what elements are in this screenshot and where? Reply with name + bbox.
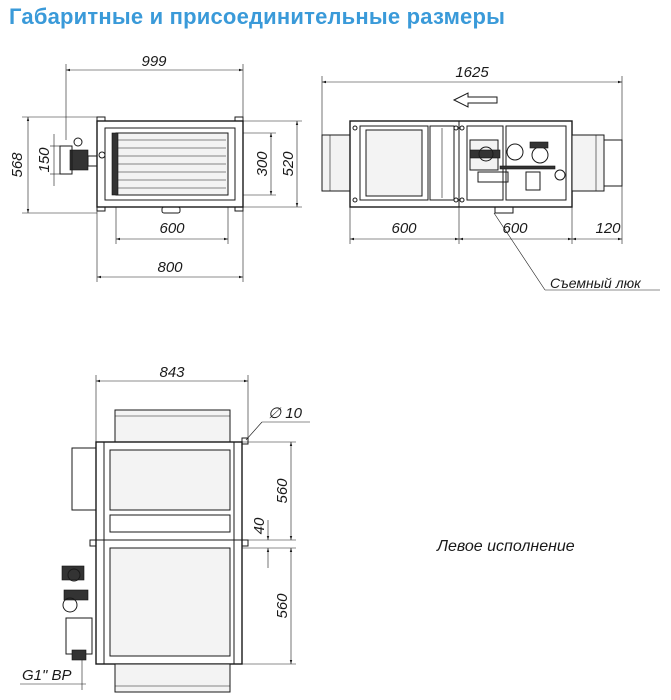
removable-hatch-label: Съемный люк	[550, 275, 642, 291]
airflow-arrow-icon	[452, 92, 498, 108]
left-duct-connector	[321, 134, 351, 192]
variant-label: Левое исполнение	[436, 538, 575, 555]
side-view: 1625 600 600 120 Съемный люк	[321, 64, 660, 291]
dim-800: 800	[157, 259, 183, 276]
top-duct-connector	[114, 409, 231, 443]
dim-600-front: 600	[159, 220, 185, 237]
mixing-unit	[469, 149, 501, 159]
dim-300: 300	[254, 151, 271, 177]
thread-label: G1" ВР	[22, 667, 72, 684]
dim-999: 999	[141, 53, 167, 70]
plan-view: 843 ∅ 10 560 40 560 G1" ВР Левое исполне…	[20, 364, 575, 693]
dim-1625: 1625	[455, 64, 489, 81]
dim-568: 568	[9, 152, 26, 178]
dim-600-side-2: 600	[502, 220, 528, 237]
page-title: Габаритные и присоединительные размеры	[9, 4, 506, 29]
right-duct-connector	[571, 134, 605, 192]
dim-843: 843	[159, 364, 185, 381]
electrical-box	[71, 447, 97, 511]
front-view: 999 568 150 300 520 600 800	[9, 53, 302, 282]
dim-560-upper: 560	[274, 478, 291, 504]
dim-150: 150	[36, 147, 53, 173]
bottom-duct-connector	[114, 663, 231, 693]
dim-40: 40	[251, 517, 268, 534]
dim-600-side-1: 600	[391, 220, 417, 237]
water-connector	[69, 149, 89, 171]
dim-560-lower: 560	[274, 593, 291, 619]
dim-hole-10: ∅ 10	[268, 405, 303, 422]
dim-120: 120	[595, 220, 621, 237]
dim-520: 520	[280, 151, 297, 177]
